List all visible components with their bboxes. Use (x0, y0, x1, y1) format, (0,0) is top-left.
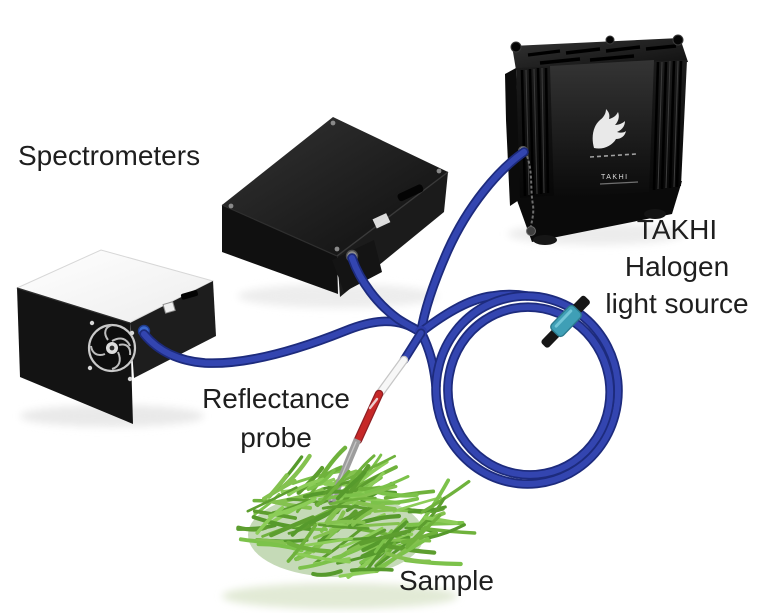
bean (267, 498, 312, 510)
fiber-coil (416, 289, 623, 489)
bean (255, 506, 285, 535)
cooling-fins (520, 60, 683, 197)
bean (325, 519, 366, 526)
bean (296, 465, 325, 495)
bean (349, 567, 394, 573)
bean (374, 489, 419, 498)
label-light-source-line3: light source (605, 288, 749, 319)
white-spectrometer-device (15, 249, 216, 424)
bean (364, 475, 410, 494)
bean (359, 529, 412, 546)
bean (376, 537, 430, 570)
side-slot (397, 184, 424, 202)
bean (313, 527, 363, 565)
bean (418, 496, 446, 530)
cable-black-spectrometer (347, 253, 425, 337)
brand-wordmark (589, 153, 637, 158)
label-spectrometers: Spectrometers (18, 140, 201, 171)
bean (262, 478, 297, 501)
cable-light-source (416, 147, 529, 337)
label-reflectance-line1: Reflectance (202, 383, 350, 414)
bean (269, 515, 316, 538)
bean (286, 523, 317, 563)
label-light-source-line2: Halogen (624, 251, 730, 282)
label-reflectance-probe: Reflectance probe (166, 379, 386, 457)
label-light-source: TAKHI Halogen light source (586, 211, 768, 322)
corner-screws (228, 120, 442, 252)
bean (268, 497, 316, 518)
label-sample: Sample (399, 565, 494, 596)
horse-logo-icon (592, 109, 626, 149)
bean (287, 477, 325, 497)
bean (321, 505, 370, 510)
device-front (222, 205, 338, 294)
bean (292, 551, 352, 564)
bean (335, 470, 367, 501)
bean (324, 499, 354, 525)
bean (370, 496, 420, 505)
corner-bumpers (510, 34, 684, 53)
bean (423, 515, 458, 525)
device-right-side (130, 281, 216, 378)
bean (421, 479, 471, 514)
device-front (17, 288, 133, 424)
bean (317, 523, 370, 530)
fiber-cables (139, 147, 623, 489)
bean (286, 540, 332, 554)
top-vents (527, 44, 677, 65)
bean (405, 513, 442, 550)
bean (351, 502, 386, 527)
bean (296, 529, 336, 561)
light-source-panel-text: TAKHI (601, 174, 629, 181)
bean (306, 468, 336, 492)
bean (329, 496, 377, 506)
bean (356, 522, 400, 528)
bean (338, 569, 379, 578)
bean (273, 487, 324, 505)
bean (286, 497, 320, 504)
black-spectrometer-device (221, 117, 449, 297)
bean (298, 552, 348, 570)
bean (344, 454, 397, 481)
cable-white-spectrometer (139, 316, 425, 368)
bean (426, 523, 466, 540)
device-top (222, 117, 448, 256)
bean (236, 525, 268, 532)
bean (312, 521, 355, 540)
takhi-light-source-device: TAKHI (505, 34, 688, 245)
label-reflectance-line2: probe (240, 422, 312, 453)
fan-screws (87, 320, 135, 382)
sample-beans-above (302, 469, 420, 530)
dust-cap-chain (526, 155, 535, 227)
side-slot (180, 290, 199, 300)
label-sticker (372, 213, 391, 229)
bean (406, 520, 465, 528)
inline-connector (541, 295, 590, 348)
fan-grille-icon (87, 320, 137, 382)
label-light-source-line1: TAKHI (636, 214, 718, 245)
bean (255, 538, 287, 545)
bean (319, 469, 351, 505)
bean (266, 473, 289, 499)
dust-cap (526, 226, 536, 236)
bean (385, 551, 432, 564)
bean (311, 569, 343, 577)
usb-port (162, 301, 176, 314)
bean (373, 529, 394, 554)
bean (246, 486, 298, 513)
